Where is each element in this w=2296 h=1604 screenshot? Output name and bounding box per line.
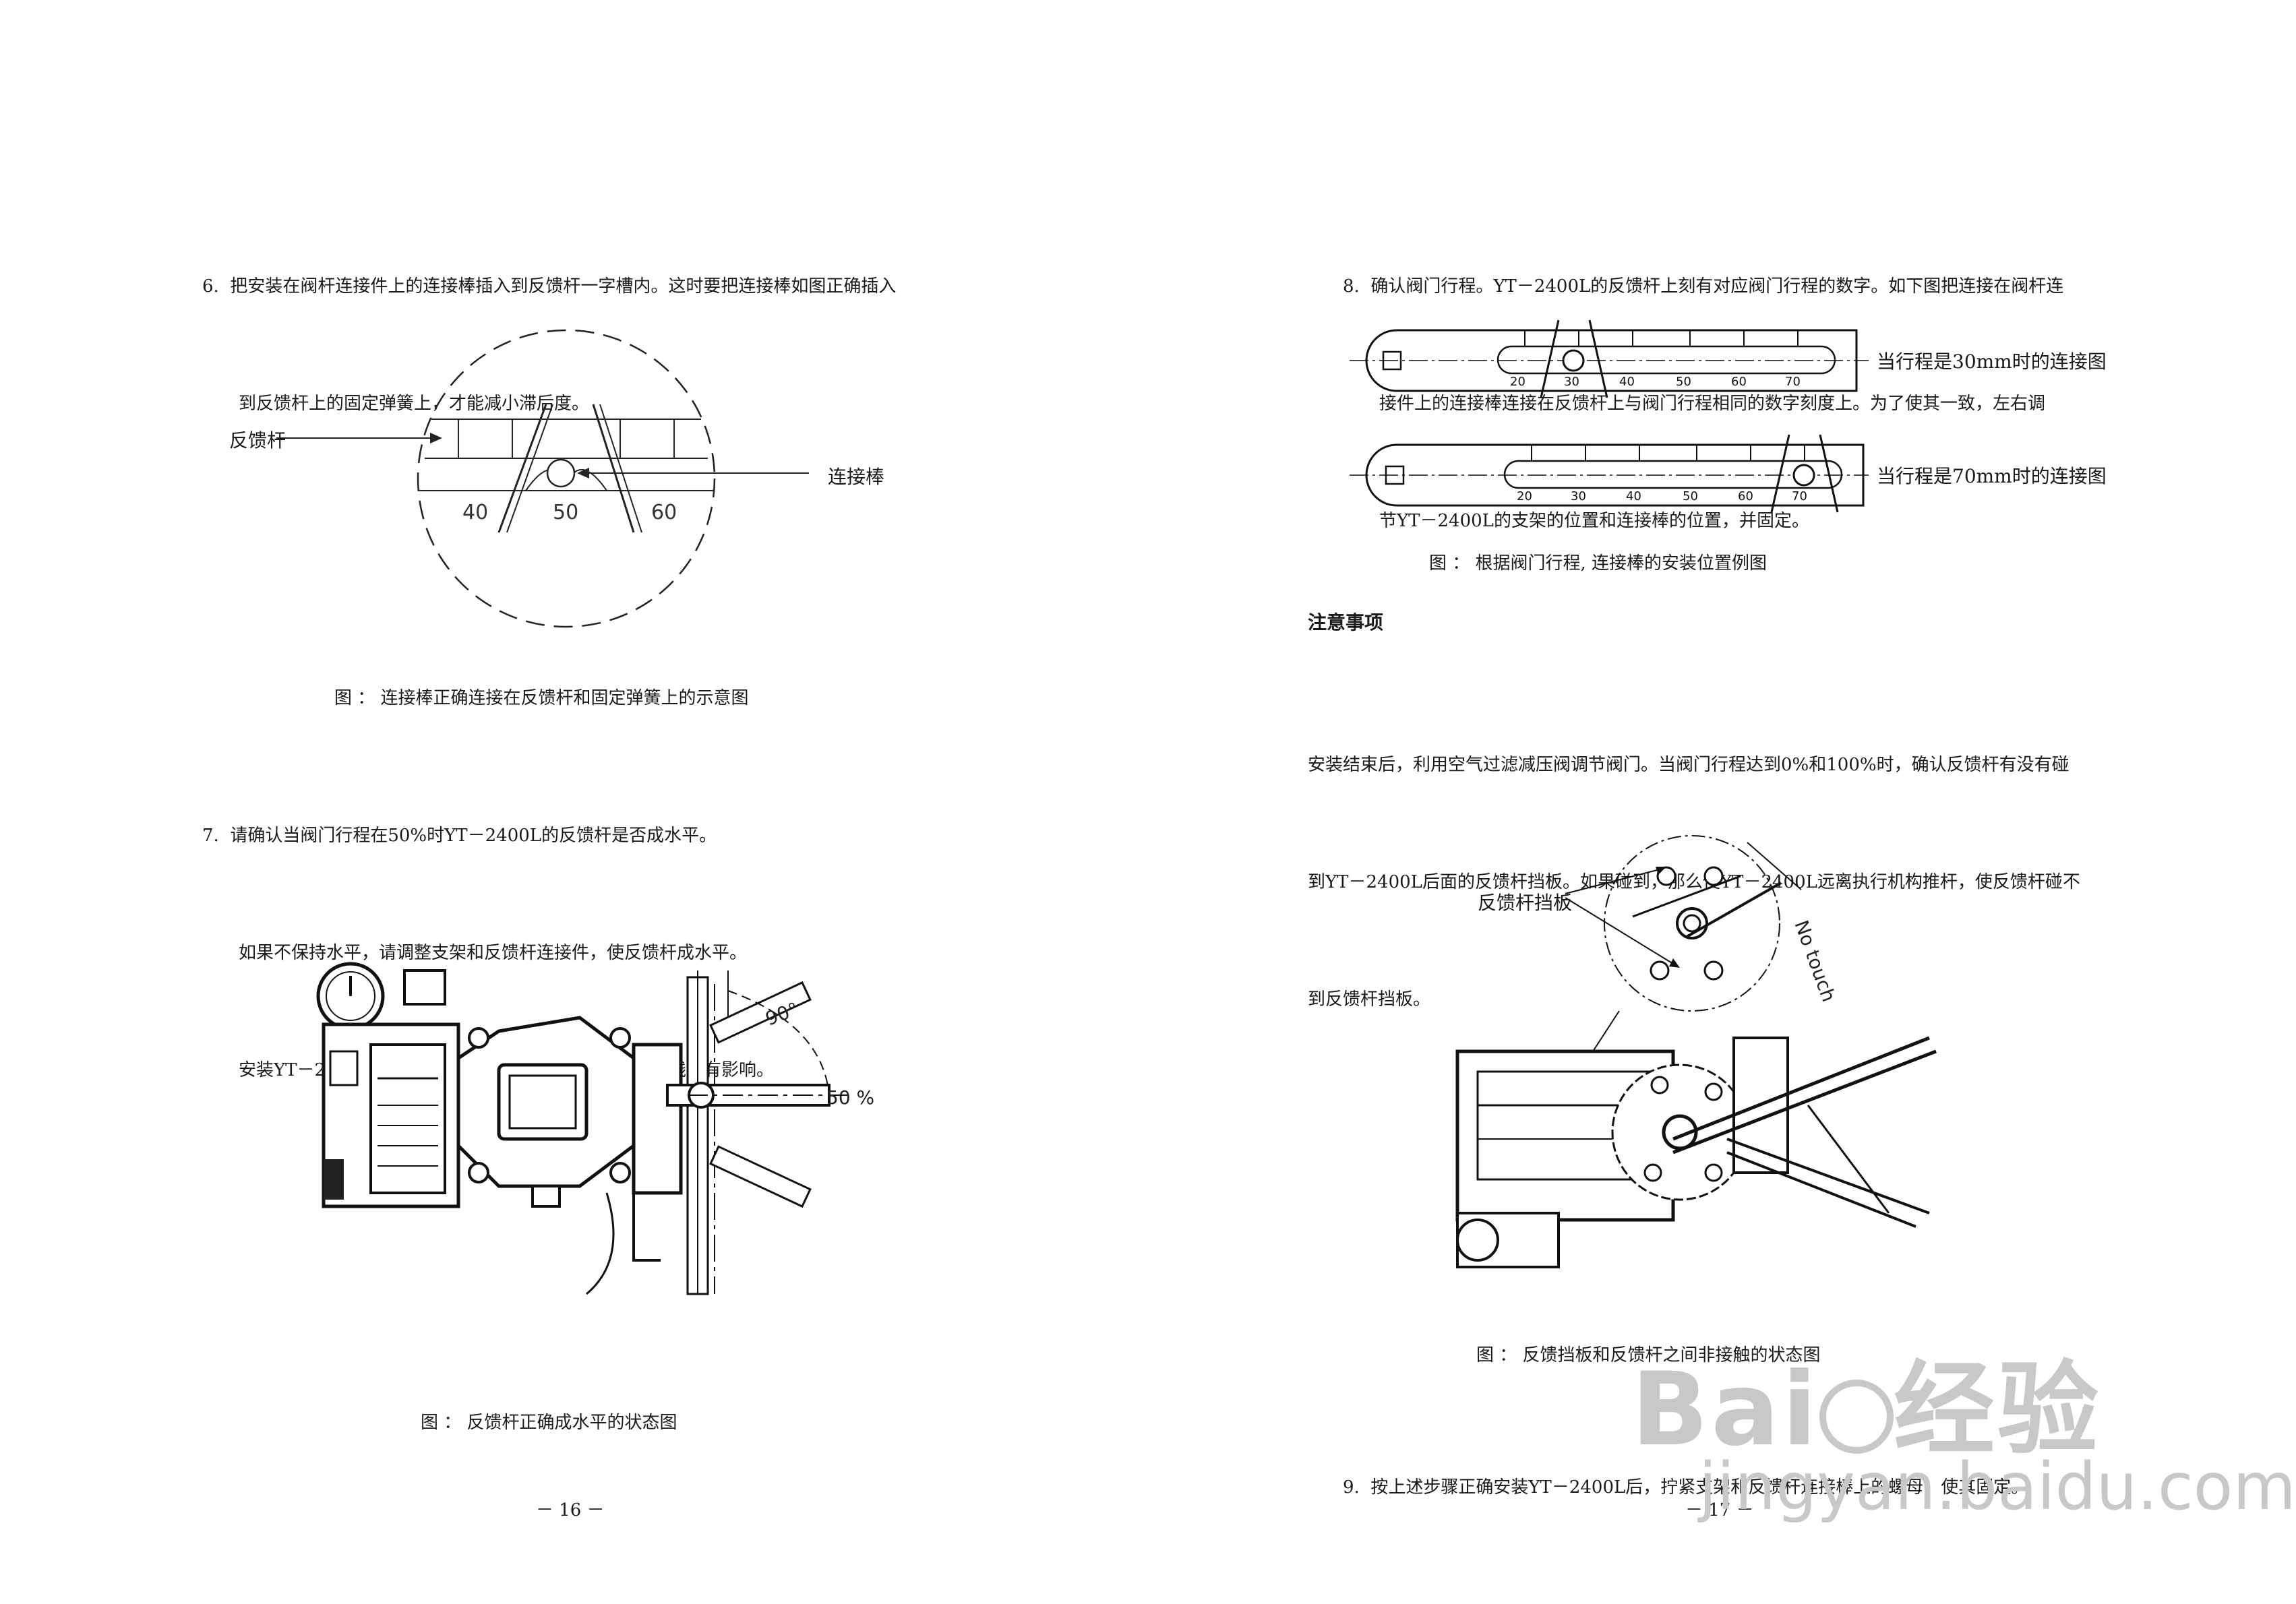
svg-text:50: 50 — [1683, 489, 1698, 503]
svg-text:30: 30 — [1564, 375, 1579, 389]
detail-circle — [1604, 835, 1780, 1012]
svg-text:50: 50 — [1676, 375, 1691, 389]
feedback-lever-label: 反馈杆 — [229, 429, 286, 452]
svg-text:60: 60 — [1731, 375, 1747, 389]
step-9-text: 9. 按上述步骤正确安装YT－2400L后，拧紧支架和反馈杆连接棒上的螺母，使其… — [1343, 1390, 2219, 1585]
svg-text:70: 70 — [1792, 489, 1807, 503]
step-6-line-1: 6. 把安装在阀杆连接件上的连接棒插入到反馈杆一字槽内。这时要把连接棒如图正确插… — [202, 276, 897, 297]
stopper-label: 反馈杆挡板 — [1478, 892, 1573, 914]
figure-1-caption: 图 ： 连接棒正确连接在反馈杆和固定弹簧上的示意图 — [334, 688, 749, 708]
notice-line-3: 到反馈杆挡板。 — [1308, 989, 1431, 1010]
label-30mm: 当行程是30mm时的连接图 — [1877, 350, 2107, 373]
left-page: 6. 把安装在阀杆连接件上的连接棒插入到反馈杆一字槽内。这时要把连接棒如图正确插… — [0, 0, 1134, 1604]
step-6-line-2: 到反馈杆上的固定弹簧上，才能减小滞后度。 — [239, 394, 590, 414]
detail-dashed-circle — [417, 329, 716, 628]
label-70mm: 当行程是70mm时的连接图 — [1877, 465, 2107, 487]
svg-text:20: 20 — [1510, 375, 1525, 389]
svg-text:50 %: 50 % — [826, 1086, 874, 1109]
step-6-text: 6. 把安装在阀杆连接件上的连接棒插入到反馈杆一字槽内。这时要把连接棒如图正确插… — [202, 189, 1011, 501]
notice-line-1: 安装结束后，利用空气过滤减压阀调节阀门。当阀门行程达到0%和100%时，确认反馈… — [1308, 755, 2070, 775]
notice-heading: 注意事项 — [1308, 611, 1384, 634]
positioner-horizontal-figure: 90° 50 % — [316, 962, 874, 1295]
step-8-text: 8. 确认阀门行程。YT－2400L的反馈杆上刻有对应阀门行程的数字。如下图把连… — [1343, 189, 2206, 619]
baidu-watermark-url: jingyan.baidu.com — [1699, 1449, 2296, 1524]
paw-icon — [1819, 1379, 1894, 1454]
step-8-line-3: 节YT－2400L的支架的位置和连接棒的位置，并固定。 — [1379, 511, 1809, 531]
svg-text:20: 20 — [1517, 489, 1532, 503]
figure-2-caption: 图 ： 反馈杆正确成水平的状态图 — [421, 1413, 677, 1433]
notice-text: 安装结束后，利用空气过滤减压阀调节阀门。当阀门行程达到0%和100%时，确认反馈… — [1308, 667, 2198, 1097]
figure-3-caption: 图 ： 根据阀门行程, 连接棒的安装位置例图 — [1429, 553, 1768, 574]
page-number-17: － 17 － — [1685, 1500, 1754, 1520]
step-7-line-1: 7. 请确认当阀门行程在50%时YT－2400L的反馈杆是否成水平。 — [202, 826, 717, 846]
page-number-16: － 16 － — [536, 1500, 605, 1520]
travel-scale-figure: 20 30 40 50 60 70 20 30 40 50 60 70 — [1350, 319, 1869, 513]
step-8-line-1: 8. 确认阀门行程。YT－2400L的反馈杆上刻有对应阀门行程的数字。如下图把连… — [1343, 276, 2064, 297]
right-page: 8. 确认阀门行程。YT－2400L的反馈杆上刻有对应阀门行程的数字。如下图把连… — [1134, 0, 2268, 1604]
connecting-rod-label: 连接棒 — [828, 466, 885, 488]
svg-text:30: 30 — [1571, 489, 1586, 503]
figure-4-caption: 图 ： 反馈挡板和反馈杆之间非接触的状态图 — [1476, 1345, 1821, 1365]
scale-tick: 40 — [462, 501, 488, 524]
stopper-no-touch-figure: No touch — [1455, 835, 1937, 1268]
step-7-line-2: 如果不保持水平，请调整支架和反馈杆连接件，使反馈杆成水平。 — [239, 943, 748, 963]
connecting-rod-pin — [546, 458, 576, 488]
svg-text:40: 40 — [1619, 375, 1635, 389]
notice-line-2: 到YT－2400L后面的反馈杆挡板。如果碰到，那么使YT－2400L远离执行机构… — [1308, 872, 2080, 892]
scale-tick: 60 — [651, 501, 677, 524]
step-8-line-2: 接件上的连接棒连接在反馈杆上与阀门行程相同的数字刻度上。为了使其一致，左右调 — [1379, 394, 2046, 414]
svg-text:60: 60 — [1738, 489, 1753, 503]
svg-text:No touch: No touch — [1790, 917, 1840, 1005]
step-9-line-1: 9. 按上述步骤正确安装YT－2400L后，拧紧支架和反馈杆连接棒上的螺母，使其… — [1343, 1477, 2029, 1498]
scale-tick: 50 — [553, 501, 578, 524]
connecting-rod-detail-figure: 40 50 60 — [276, 329, 809, 628]
svg-text:70: 70 — [1785, 375, 1801, 389]
svg-text:40: 40 — [1626, 489, 1641, 503]
